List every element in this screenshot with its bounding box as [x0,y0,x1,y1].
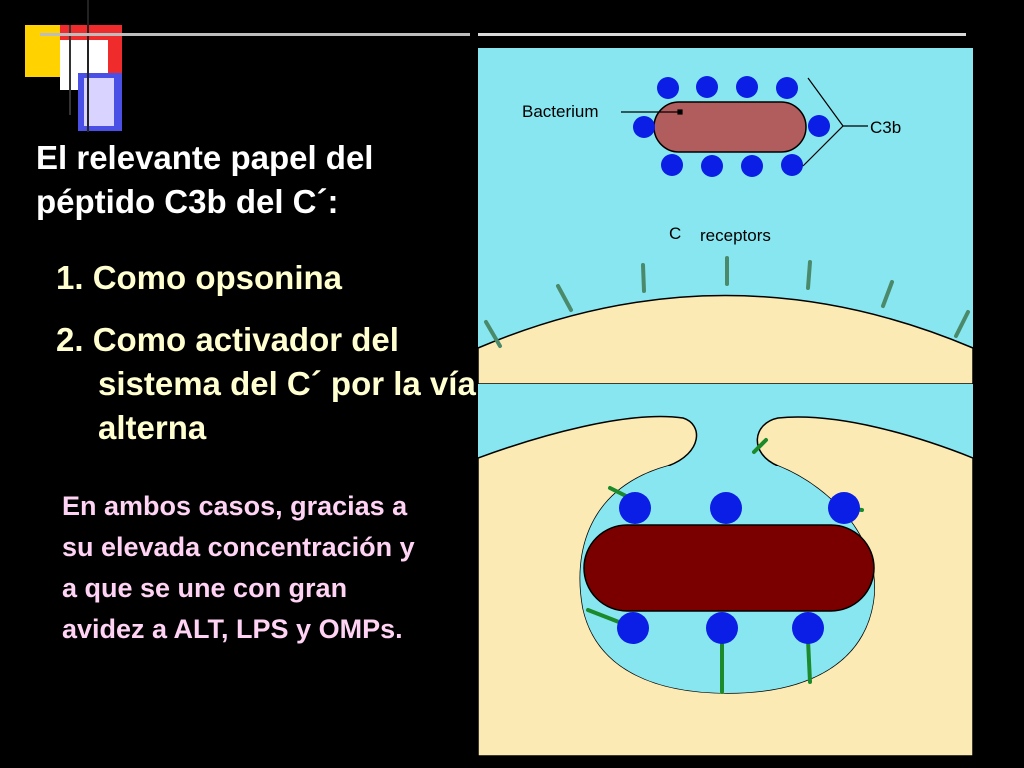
c3b-molecules-top [633,76,830,177]
receptor [954,310,970,338]
decor-horizontal-line [40,33,470,36]
receptor [641,263,646,293]
bound-receptors [586,438,864,694]
label-c: C [669,224,681,243]
decor-horizontal-line [478,33,966,36]
c3b-molecule [736,76,758,98]
c3b-molecule [781,154,803,176]
c3b-molecule [619,492,651,524]
receptor [806,260,812,290]
c3b-molecule [701,155,723,177]
c3b-molecule [710,492,742,524]
label-bacterium: Bacterium [522,102,599,121]
c3b-leader [802,125,844,167]
c3b-molecule [617,612,649,644]
receptors-top [484,256,970,348]
c3b-molecule [776,77,798,99]
decor-vertical-line [87,0,89,132]
c3b-molecule [696,76,718,98]
c3b-molecule [657,77,679,99]
bacterium-engulfed [583,524,875,612]
phagocytosis-diagram: Bacterium C3b C receptors [478,48,973,756]
label-leaders [621,77,868,167]
c3b-molecule [808,115,830,137]
list-item-alternative-pathway: 2. Como activador del sistema del C´ por… [56,321,476,446]
c3b-molecule [633,116,655,138]
c3b-molecule [741,155,763,177]
c3b-molecule [661,154,683,176]
decor-vertical-line [69,25,71,115]
slide-title: El relevante papel del péptido C3b del C… [36,139,374,220]
label-receptors: receptors [700,226,771,245]
label-c3b: C3b [870,118,901,137]
c3b-molecule [706,612,738,644]
receptor [752,438,768,454]
c3b-molecules-bottom [617,492,860,644]
bacterium-top [653,101,807,153]
receptor [484,320,502,348]
receptor [806,638,812,684]
c3b-molecule [828,492,860,524]
receptor [586,608,626,626]
receptor [556,284,573,312]
bacterium-leader-dot [677,109,683,115]
decor-lilac-square [84,78,114,126]
slide-note: En ambos casos, gracias a su elevada con… [62,491,415,644]
phagocyte-cell-top [478,294,973,385]
c3b-molecule [792,612,824,644]
receptor [881,280,894,308]
list-item-opsonin: 1. Como opsonina [56,259,343,296]
